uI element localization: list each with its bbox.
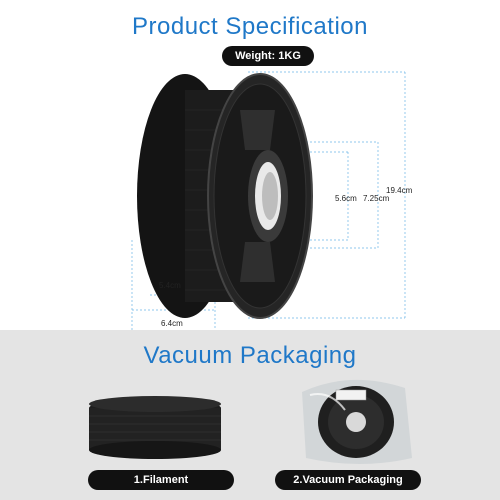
inner-width-label: 5.4cm — [159, 281, 181, 290]
vacuum-package-image — [302, 379, 412, 464]
packaging-title: Vacuum Packaging — [143, 342, 357, 369]
spec-title: Product Specification — [132, 13, 368, 40]
vacuum-packaging-label: 2.Vacuum Packaging — [275, 470, 421, 490]
filament-label: 1.Filament — [88, 470, 234, 490]
outer-width-label: 6.4cm — [161, 319, 183, 328]
weight-badge: Weight: 1KG — [222, 46, 314, 66]
filament-spool-image — [89, 396, 221, 459]
outer-diameter-label: 19.4cm — [386, 186, 413, 195]
hub-diameter-label: 5.6cm — [335, 194, 357, 203]
inner-diameter-label: 7.25cm — [363, 194, 390, 203]
